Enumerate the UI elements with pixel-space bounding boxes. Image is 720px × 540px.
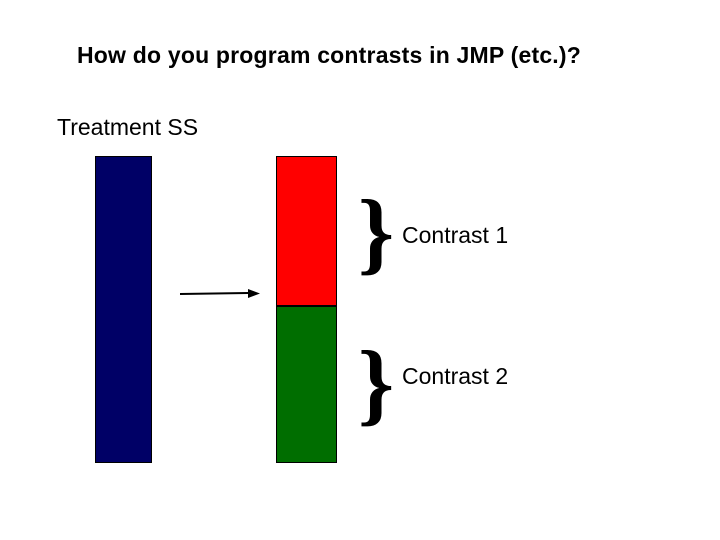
- contrast-stacked-bar: [276, 156, 337, 463]
- treatment-ss-label: Treatment SS: [57, 114, 199, 140]
- arrow-shaft: [179, 292, 249, 295]
- treatment-ss-bar: [95, 156, 152, 463]
- brace-contrast-2: }: [357, 332, 395, 434]
- contrast-1-label: Contrast 1: [402, 222, 509, 248]
- contrast-1-segment: [277, 157, 336, 307]
- contrast-2-label: Contrast 2: [402, 363, 509, 389]
- right-arrow-icon: [176, 285, 264, 301]
- slide-title: How do you program contrasts in JMP (etc…: [77, 42, 582, 68]
- brace-contrast-1: }: [357, 181, 395, 283]
- contrast-2-segment: [277, 307, 336, 462]
- arrow-head: [248, 289, 260, 298]
